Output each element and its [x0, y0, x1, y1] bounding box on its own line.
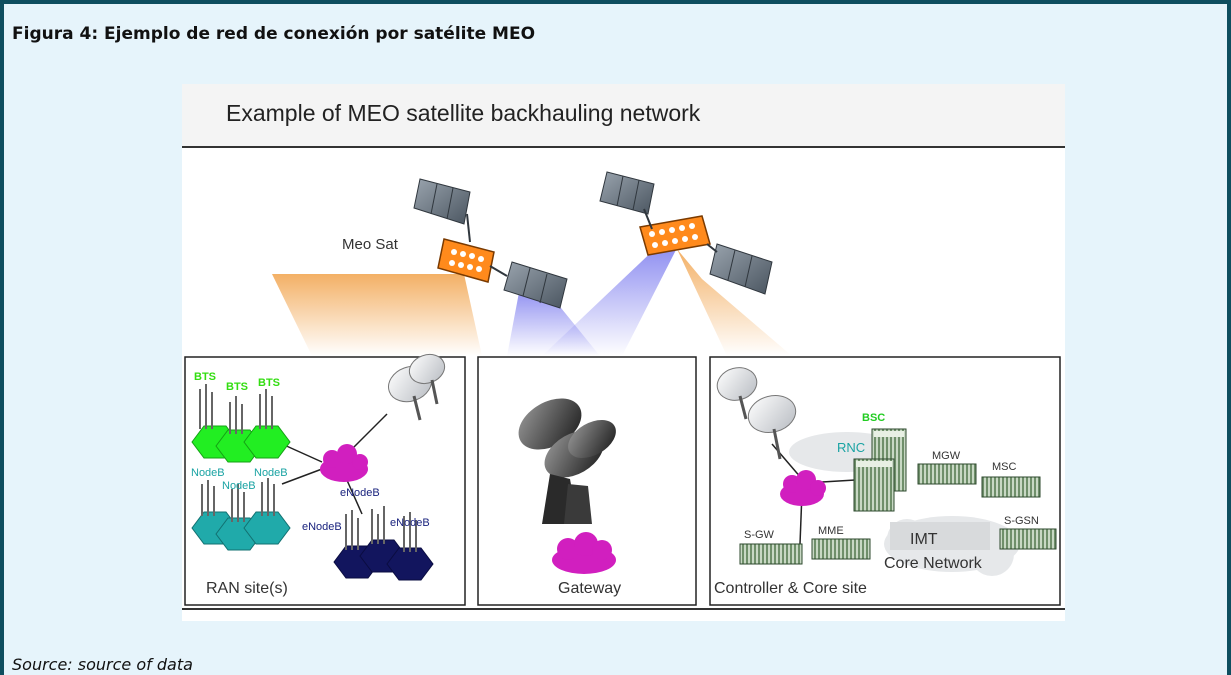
gateway-cloud-icon: [552, 532, 616, 574]
nodeb-towers: [201, 478, 275, 522]
beam-orange-right: [677, 249, 792, 356]
beam-blue-right: [542, 244, 679, 356]
mgw-unit-icon: [917, 463, 977, 485]
imt-label: IMT: [910, 531, 938, 548]
gateway-label: Gateway: [558, 580, 621, 597]
rnc-rack-icon: [853, 458, 895, 512]
title-band: [182, 84, 1065, 146]
satellite-label: Meo Sat: [342, 236, 399, 253]
bsc-label: BSC: [862, 412, 885, 424]
gateway-dish-icon: [518, 398, 616, 524]
enodeb-towers: [345, 506, 417, 552]
bts-label-3: BTS: [258, 377, 280, 389]
diagram-title: Example of MEO satellite backhauling net…: [226, 100, 701, 126]
satellite-right-icon: [599, 171, 773, 295]
beam-orange-left: [272, 274, 482, 356]
mme-unit-icon: [811, 538, 871, 560]
mme-label: MME: [818, 525, 844, 537]
ran-cloud-icon: [320, 444, 368, 482]
nodeb-label-1: NodeB: [191, 467, 225, 479]
nodeb-label-2: NodeB: [222, 480, 256, 492]
satellite-left-icon: [413, 178, 568, 309]
nodeb-hexagons: [191, 511, 291, 551]
sgw-unit-icon: [739, 543, 803, 565]
ran-site-label: RAN site(s): [206, 580, 288, 597]
core-dish-icons: [716, 367, 797, 460]
sgw-label: S-GW: [744, 529, 775, 541]
bts-hexagons: [191, 425, 291, 463]
nodeb-label-3: NodeB: [254, 467, 288, 479]
enodeb-label-1: eNodeB: [302, 521, 342, 533]
sgsn-unit-icon: [999, 528, 1057, 550]
sgsn-label: S-GSN: [1004, 515, 1039, 527]
figure-caption: Figura 4: Ejemplo de red de conexión por…: [12, 24, 536, 44]
ran-dish-icons: [388, 353, 446, 421]
msc-unit-icon: [981, 476, 1041, 498]
enodeb-label-3: eNodeB: [390, 517, 430, 529]
rnc-label: RNC: [837, 440, 865, 455]
enodeb-label-2: eNodeB: [340, 487, 380, 499]
network-diagram: Example of MEO satellite backhauling net…: [182, 84, 1065, 621]
mgw-label: MGW: [932, 450, 961, 462]
imt-core-network-label: Core Network: [884, 555, 983, 572]
msc-label: MSC: [992, 461, 1017, 473]
bts-label-2: BTS: [226, 381, 248, 393]
figure-source: Source: source of data: [12, 655, 193, 674]
core-cloud-icon: [780, 470, 826, 506]
bts-label-1: BTS: [194, 371, 216, 383]
core-site-label: Controller & Core site: [714, 580, 867, 597]
enodeb-hexagons: [333, 539, 434, 581]
bts-towers: [199, 384, 273, 434]
